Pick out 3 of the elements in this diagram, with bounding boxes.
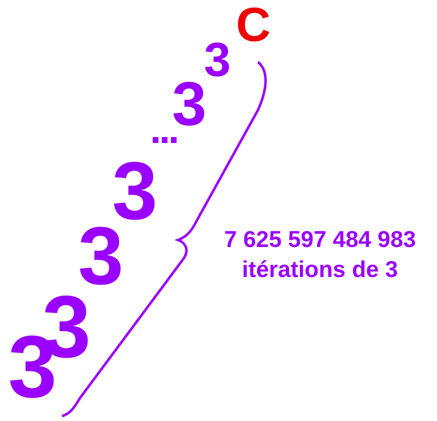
- exponent-digit: 3: [204, 37, 231, 85]
- iteration-note: 7 625 597 484 983 itérations de 3: [223, 225, 417, 284]
- exponent-letter: C: [236, 2, 271, 50]
